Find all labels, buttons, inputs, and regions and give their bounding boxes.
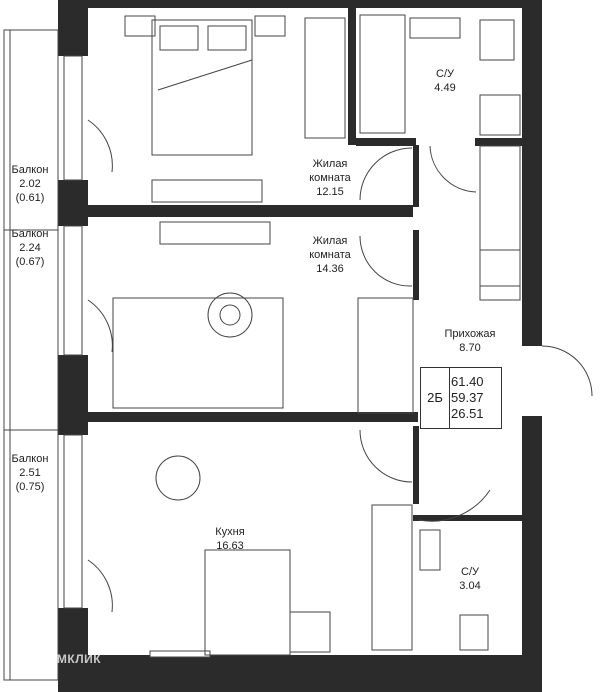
living-room-2-label: Жилая комната 14.36: [290, 234, 370, 276]
balcony-2-label: Балкон 2.24 (0.67): [5, 227, 55, 269]
living-room-1-label: Жилая комната 12.15: [290, 157, 370, 199]
living-area: 59.37: [451, 390, 484, 405]
total-area: 61.40: [451, 374, 484, 389]
balcony-1-label: Балкон 2.02 (0.61): [5, 163, 55, 205]
room-name: Жилая: [312, 235, 348, 247]
windows: [63, 55, 211, 658]
balcony-3-label: Балкон 2.51 (0.75): [5, 452, 55, 494]
residential-area: 26.51: [451, 406, 484, 421]
bathroom-1-label: С/У 4.49: [415, 67, 475, 95]
room-area: 8.70: [459, 342, 481, 354]
furniture: [112, 14, 521, 656]
room-area: 2.02: [19, 178, 41, 190]
hall-label: Прихожая 8.70: [430, 327, 510, 355]
room-name: Балкон: [11, 453, 49, 465]
room-area: 2.24: [19, 242, 41, 254]
room-area: 12.15: [316, 186, 344, 198]
room-subarea: (0.75): [15, 481, 45, 493]
apartment-type: 2Б: [421, 368, 450, 428]
room-name: С/У: [436, 68, 454, 80]
room-subarea: (0.61): [15, 192, 45, 204]
room-area: 16.63: [216, 540, 244, 552]
room-name-2: комната: [309, 172, 351, 184]
doors: [87, 119, 593, 613]
room-area: 3.04: [459, 580, 481, 592]
room-name: Балкон: [11, 164, 49, 176]
walls: [58, 0, 542, 692]
room-subarea: (0.67): [15, 256, 45, 268]
bathroom-2-label: С/У 3.04: [440, 565, 500, 593]
room-name: С/У: [461, 566, 479, 578]
room-name-2: комната: [309, 249, 351, 261]
room-area: 4.49: [434, 82, 456, 94]
domclick-watermark: ДОМКЛИК: [38, 652, 102, 666]
room-area: 14.36: [316, 263, 344, 275]
area-summary: 2Б 61.40 59.37 26.51: [420, 367, 502, 429]
room-name: Балкон: [11, 228, 49, 240]
room-name: Прихожая: [444, 328, 496, 340]
room-name: Кухня: [215, 526, 245, 538]
kitchen-label: Кухня 16.63: [195, 525, 265, 553]
room-name: Жилая: [312, 158, 348, 170]
area-values: 61.40 59.37 26.51: [451, 374, 501, 422]
room-area: 2.51: [19, 467, 41, 479]
balconies: [3, 29, 59, 681]
